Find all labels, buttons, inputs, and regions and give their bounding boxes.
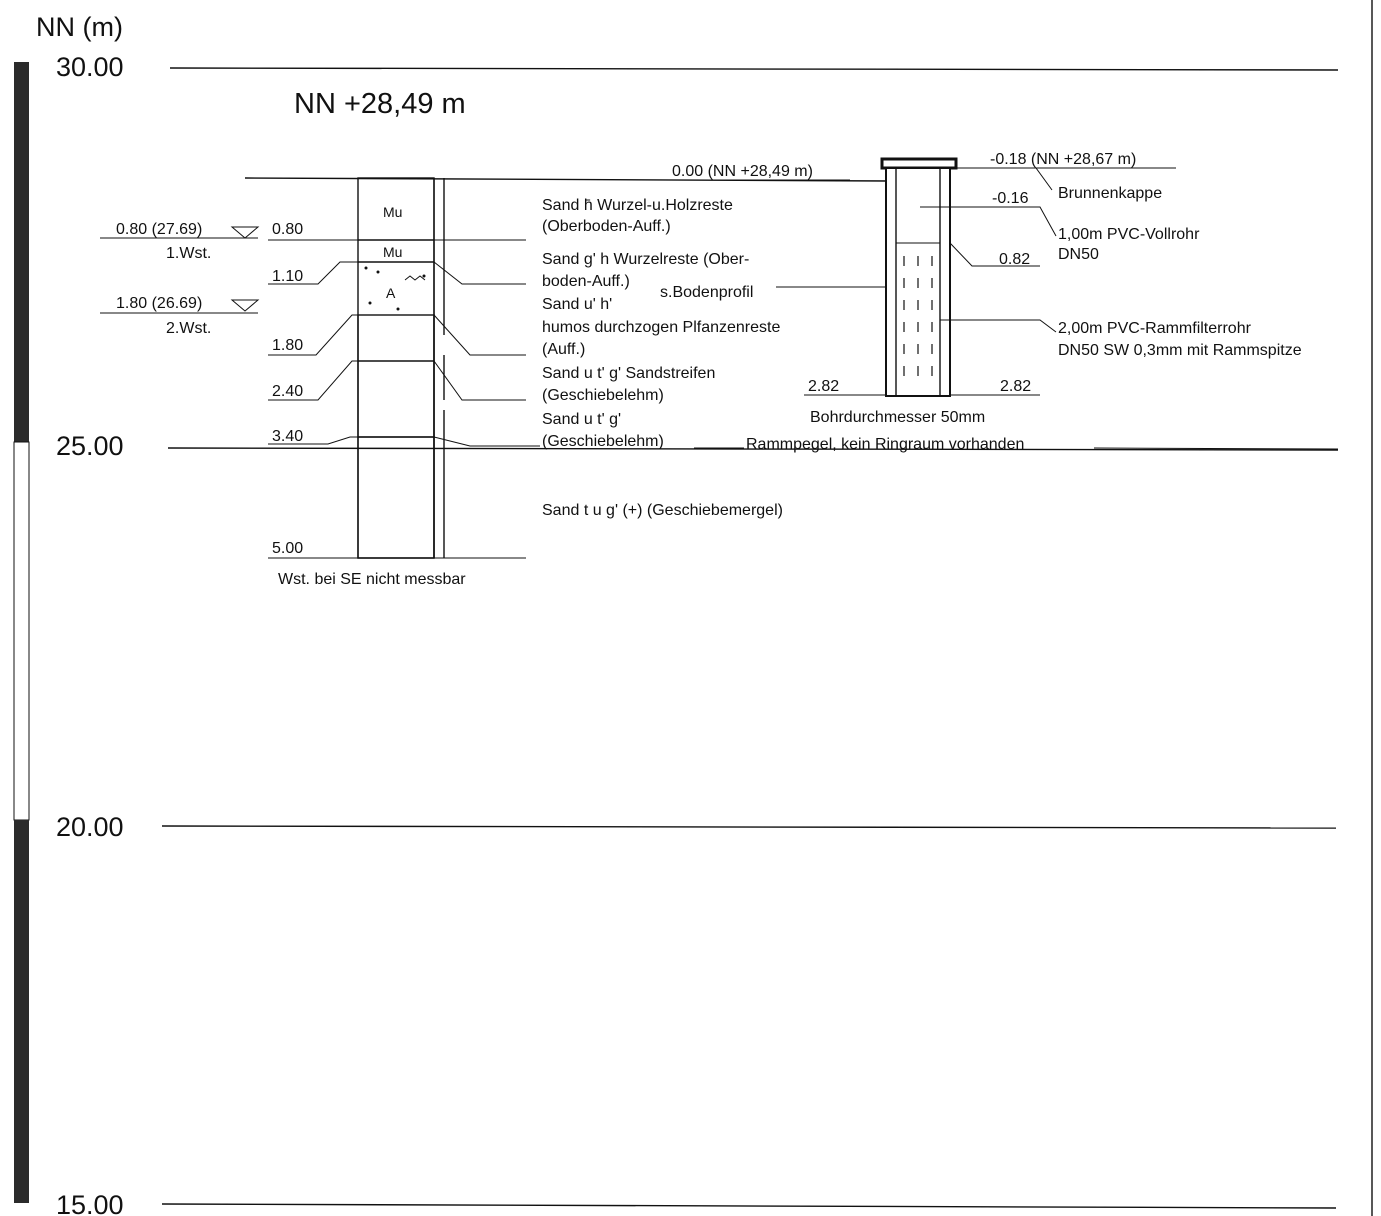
tick-label-20: 20.00 — [56, 812, 124, 842]
desc-4-line-2: (Geschiebelehm) — [542, 387, 664, 404]
well-note: Rammpegel, kein Ringraum vorhanden — [746, 436, 1024, 453]
depth-0-80: 0.80 — [272, 221, 303, 238]
svg-text:1.80 (26.69): 1.80 (26.69) — [116, 295, 202, 312]
axis-title: NN (m) — [36, 12, 123, 42]
desc-5-line-1: Sand u t' g' — [542, 411, 621, 428]
water-level-2: 1.80 (26.69) 2.Wst. — [100, 295, 260, 337]
layer-symbol-mu-1: Mu — [383, 204, 402, 220]
profile-footnote: Wst. bei SE nicht messbar — [278, 571, 466, 588]
desc-2-line-1: Sand g' h Wurzelreste (Ober- — [542, 251, 749, 268]
desc-4-line-1: Sand u t' g' Sandstreifen — [542, 365, 715, 382]
casing-desc-line-1: 1,00m PVC-Vollrohr — [1058, 226, 1200, 243]
svg-text:2.Wst.: 2.Wst. — [166, 320, 211, 337]
tick-label-30: 30.00 — [56, 52, 124, 82]
desc-6-line-1: Sand t u g' (+) (Geschiebemergel) — [542, 502, 783, 519]
tick-label-25: 25.00 — [56, 431, 124, 461]
tick-label-15: 15.00 — [56, 1190, 124, 1216]
well-top-label: 0.00 (NN +28,49 m) — [672, 163, 813, 180]
filter-desc-line-2: DN50 SW 0,3mm mit Rammspitze — [1058, 342, 1302, 359]
water-level-marker-icon — [230, 226, 260, 239]
water-level-1: 0.80 (27.69) 1.Wst. — [100, 221, 260, 262]
grid-line-20 — [161, 825, 1337, 829]
depth-5-00: 5.00 — [272, 540, 303, 557]
filter-desc-line-1: 2,00m PVC-Rammfilterrohr — [1058, 320, 1252, 337]
desc-3-line-2: humos durchzogen Plfanzenreste — [542, 319, 780, 336]
depth-1-10: 1.10 — [272, 268, 303, 285]
filter-top-label: 0.82 — [999, 251, 1030, 268]
desc-5-line-2: (Geschiebelehm) — [542, 433, 664, 450]
layer-symbol-a: A — [386, 285, 396, 301]
scale-bar-white — [13, 441, 30, 821]
cap-level-label: -0.18 (NN +28,67 m) — [990, 151, 1136, 168]
scale-bar-dark-top — [14, 62, 29, 442]
desc-1-line-2: (Oberboden-Auff.) — [542, 218, 671, 235]
well-pipe — [880, 157, 958, 397]
desc-2-line-2: boden-Auff.) — [542, 273, 630, 290]
svg-text:0.80 (27.69): 0.80 (27.69) — [116, 221, 202, 238]
well-bottom-left: 2.82 — [808, 378, 839, 395]
depth-2-40: 2.40 — [272, 383, 303, 400]
depth-labels: 0.80 1.10 1.80 2.40 3.40 5.00 — [268, 221, 526, 559]
soil-profile-ref: s.Bodenprofil — [660, 284, 753, 301]
water-level-marker-icon — [230, 299, 260, 312]
depth-3-40: 3.40 — [272, 428, 303, 445]
description-leaders — [433, 239, 540, 447]
layer-descriptions: Sand h̄ Wurzel-u.Holzreste (Oberboden-Au… — [542, 197, 783, 519]
svg-text:1.Wst.: 1.Wst. — [166, 245, 211, 262]
well-leaders — [694, 167, 1339, 450]
desc-1-line-1: Sand h̄ Wurzel-u.Holzreste — [542, 197, 733, 214]
grid-line-30 — [169, 67, 1339, 71]
scale-bar-dark-bottom — [14, 820, 29, 1203]
desc-3-line-3: (Auff.) — [542, 341, 585, 358]
soil-column — [357, 177, 445, 559]
depth-1-80: 1.80 — [272, 337, 303, 354]
layer-dots — [364, 266, 426, 311]
borehole-diameter: Bohrdurchmesser 50mm — [810, 409, 985, 426]
well-cap — [880, 157, 958, 170]
grid-line-15 — [161, 1203, 1337, 1209]
layer-symbol-mu-2: Mu — [383, 244, 402, 260]
desc-3-line-1: Sand u' h' — [542, 296, 612, 313]
elevation-title: NN +28,49 m — [294, 88, 466, 120]
cap-name-label: Brunnenkappe — [1058, 185, 1162, 202]
well-bottom-right: 2.82 — [1000, 378, 1031, 395]
casing-desc-line-2: DN50 — [1058, 246, 1099, 263]
casing-top-label: -0.16 — [992, 190, 1029, 207]
grid-line-25 — [167, 447, 1339, 451]
